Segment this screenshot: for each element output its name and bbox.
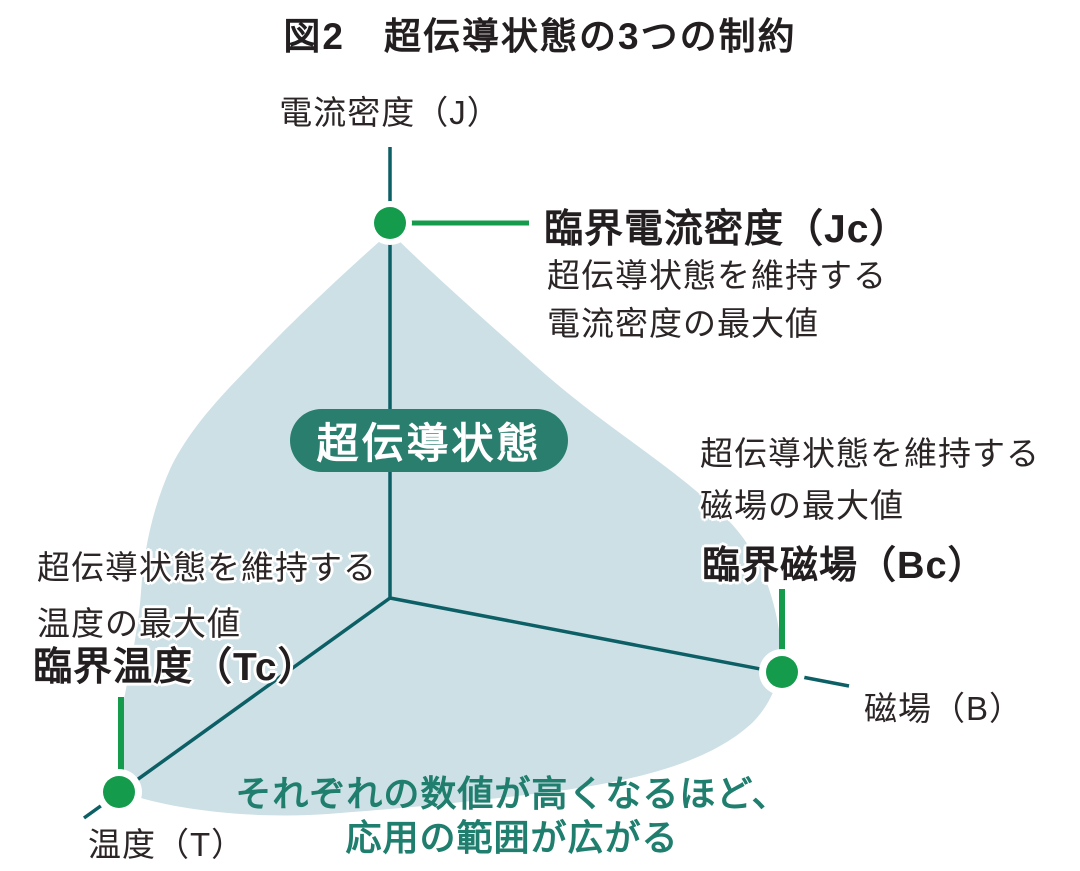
critical-current-density-title: 臨界電流密度（Jc） [544, 208, 910, 251]
superconducting-state-label: 超伝導状態 [316, 420, 542, 467]
bc-desc-line2: 磁場の最大値 [700, 487, 904, 524]
jc-desc-line2: 電流密度の最大値 [547, 305, 819, 342]
critical-temperature-title: 臨界温度（Tc） [33, 646, 318, 689]
bc-point [766, 656, 798, 688]
figure-title: 図2 超伝導状態の3つの制約 [283, 16, 797, 57]
footnote-line1: それぞれの数値が高くなるほど、 [235, 773, 789, 814]
superconducting-region-shape [118, 232, 782, 816]
tc-desc-line1: 超伝導状態を維持する [37, 549, 377, 586]
bc-desc-line1: 超伝導状態を維持する [700, 435, 1040, 472]
critical-magnetic-field-desc: 超伝導状態を維持する 磁場の最大値 [700, 428, 1040, 532]
critical-magnetic-field-title: 臨界磁場（Bc） [702, 545, 987, 587]
jc-point [374, 207, 406, 239]
jc-desc-line1: 超伝導状態を維持する [547, 257, 887, 294]
tc-point [103, 776, 135, 808]
current-density-axis-label: 電流密度（J） [279, 94, 501, 131]
temperature-axis-label: 温度（T） [88, 826, 246, 863]
footnote-line2: 応用の範囲が広がる [345, 817, 679, 858]
magnetic-field-axis-label: 磁場（B） [864, 690, 1024, 727]
critical-temperature-desc: 超伝導状態を維持する 温度の最大値 [37, 540, 377, 652]
footnote: それぞれの数値が高くなるほど、 応用の範囲が広がる [235, 772, 788, 860]
superconducting-state-badge: 超伝導状態 [290, 409, 568, 472]
critical-current-density-desc: 超伝導状態を維持する 電流密度の最大値 [547, 252, 887, 348]
tc-desc-line2: 温度の最大値 [37, 605, 241, 642]
